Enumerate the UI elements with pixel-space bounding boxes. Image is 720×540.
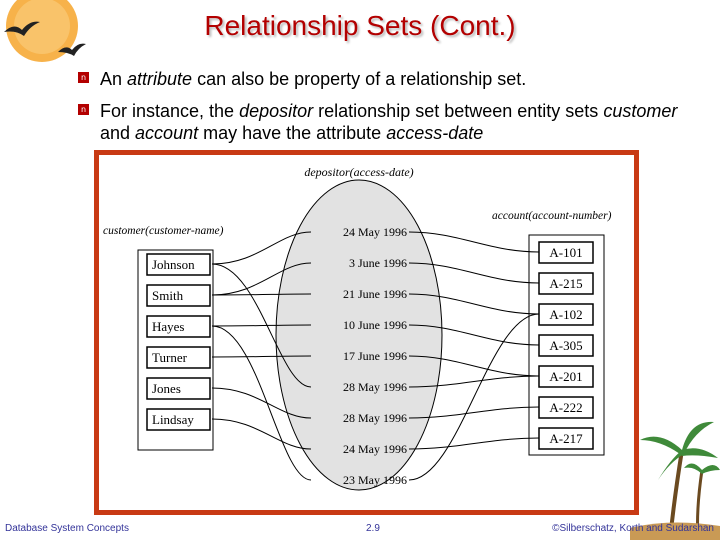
customer-link-line: [211, 355, 312, 358]
customer-name: Johnson: [152, 257, 195, 272]
account-entity-box: [538, 427, 594, 450]
bullet-text: relationship set between entity sets: [313, 101, 604, 121]
relationship-ellipse: [275, 179, 443, 491]
footer-course: Database System Concepts: [5, 523, 129, 534]
access-date: 24 May 1996: [343, 442, 407, 456]
bullet-text: can also be property of a relationship s…: [192, 69, 527, 89]
customer-entity-box: [146, 377, 211, 400]
footer-page-number: 2.9: [366, 523, 380, 534]
depositor-diagram: depositor(access-date) customer(customer-…: [103, 165, 612, 491]
diagram-frame: depositor(access-date) customer(customer-…: [94, 150, 639, 515]
access-date: 17 June 1996: [343, 349, 407, 363]
bullet-text: access-date: [386, 123, 484, 143]
customer-name: Turner: [152, 350, 188, 365]
customer-link-line: [211, 263, 312, 388]
customer-entity-box: [146, 315, 211, 338]
bullet-text: An: [100, 69, 128, 89]
account-link-line: [408, 231, 540, 253]
customer-entity-box: [146, 346, 211, 369]
bullet-text: may have the attribute: [198, 123, 387, 143]
bullet-text: depositor: [239, 101, 314, 121]
access-date: 3 June 1996: [349, 256, 407, 270]
account-entity-box: [538, 365, 594, 388]
customer-link-line: [211, 293, 312, 296]
account-link-line: [408, 324, 540, 346]
account-number: A-305: [549, 338, 582, 353]
access-date: 21 June 1996: [343, 287, 407, 301]
account-link-line: [408, 406, 540, 419]
customer-entity-box: [146, 284, 211, 307]
bullet-text: For instance, the: [100, 101, 240, 121]
customer-entity-box: [146, 408, 211, 431]
account-entity-box: [538, 334, 594, 357]
account-entity-box: [538, 303, 594, 326]
account-entity-box: [538, 241, 594, 264]
account-set-label: account(account-number): [492, 210, 612, 222]
account-number: A-222: [549, 400, 582, 415]
account-entity-box: [538, 272, 594, 295]
palm-tree-icon: [630, 421, 720, 540]
footer-copyright: ©Silberschatz, Korth and Sudarshan: [552, 523, 714, 534]
bullet-item: n An attribute can also be property of a …: [78, 68, 698, 90]
account-link-line: [408, 375, 540, 388]
account-number: A-102: [549, 307, 582, 322]
customer-name: Smith: [152, 288, 184, 303]
account-link-line: [408, 355, 540, 377]
customer-name: Lindsay: [152, 412, 194, 427]
bird-logo-icon: [4, 0, 86, 62]
customer-link-line: [211, 262, 312, 296]
account-number: A-201: [549, 369, 582, 384]
account-number: A-217: [549, 431, 583, 446]
bullet-text: and: [100, 123, 136, 143]
bullet-item: n For instance, the depositor relationshi…: [78, 100, 698, 144]
account-number: A-101: [549, 245, 582, 260]
bullet-text: attribute: [127, 69, 193, 89]
relationship-label: depositor(access-date): [304, 165, 413, 179]
bullet-marker-icon: n: [78, 72, 89, 83]
account-link-line: [408, 293, 540, 315]
customer-link-line: [211, 231, 312, 265]
customer-set-label: customer(customer-name): [103, 225, 224, 237]
access-date: 28 May 1996: [343, 411, 407, 425]
access-date: 23 May 1996: [343, 473, 407, 487]
bullet-text: account: [135, 123, 199, 143]
bullet-marker-icon: n: [78, 104, 89, 115]
customer-entity-box: [146, 253, 211, 276]
access-date: 10 June 1996: [343, 318, 407, 332]
account-link-line: [408, 313, 540, 481]
account-link-line: [408, 437, 540, 450]
access-date: 28 May 1996: [343, 380, 407, 394]
customer-name: Jones: [152, 381, 181, 396]
customer-link-line: [211, 418, 312, 450]
customer-name: Hayes: [152, 319, 185, 334]
customer-link-line: [211, 325, 312, 481]
bullet-list: n An attribute can also be property of a …: [78, 68, 698, 154]
account-number: A-215: [549, 276, 582, 291]
account-link-line: [408, 262, 540, 284]
slide-title: Relationship Sets (Cont.): [204, 10, 516, 41]
access-date: 24 May 1996: [343, 225, 407, 239]
bullet-text: customer: [603, 101, 678, 121]
account-entity-box: [538, 396, 594, 419]
